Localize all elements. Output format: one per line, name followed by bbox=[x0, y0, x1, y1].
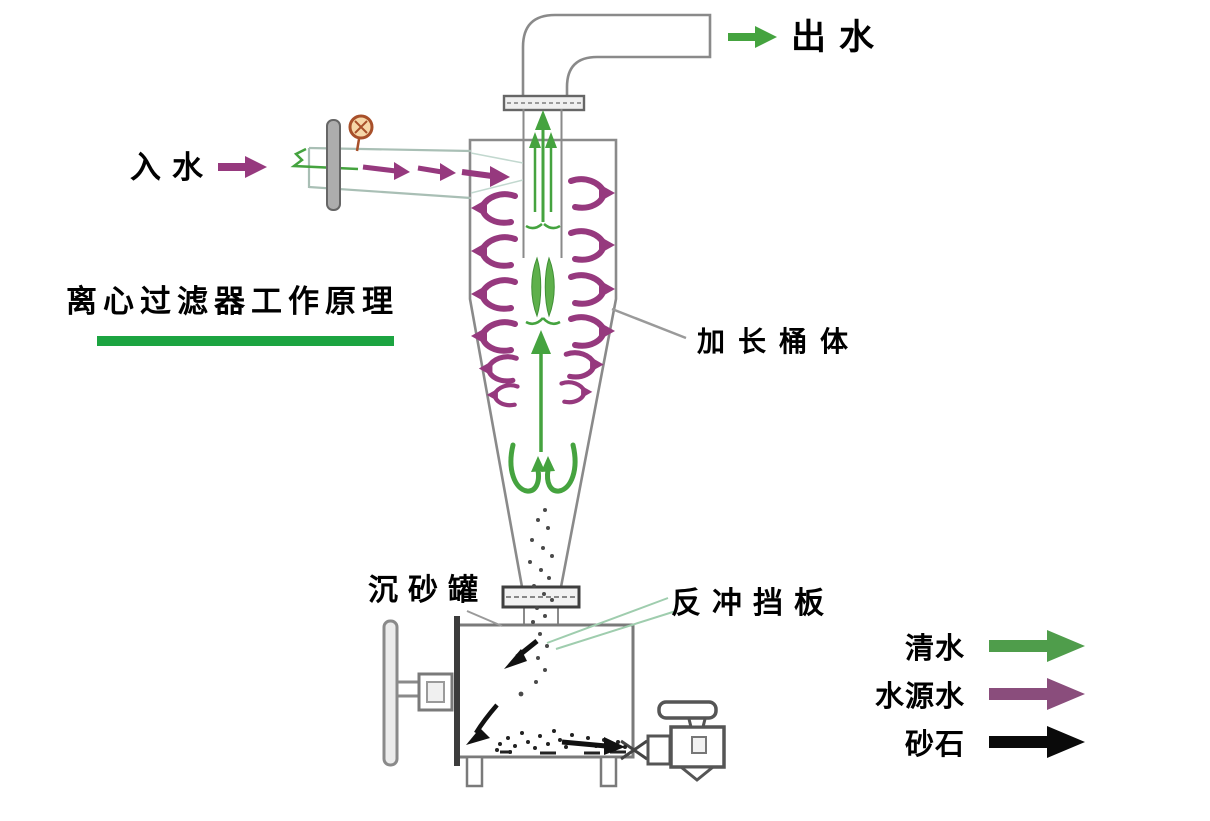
source-water-arrow-icon bbox=[989, 678, 1085, 710]
sand-tank bbox=[382, 616, 726, 788]
inlet-flange-bar bbox=[326, 119, 341, 211]
tank-leg bbox=[599, 755, 618, 788]
leader-lines bbox=[466, 307, 687, 650]
tank-leg bbox=[465, 755, 484, 788]
backflush-line bbox=[290, 147, 359, 171]
inlet-pipe bbox=[290, 114, 472, 211]
extended-barrel-label: 加长桶体 bbox=[697, 326, 862, 357]
sand-arrow-icon bbox=[989, 726, 1085, 758]
handwheel bbox=[382, 619, 454, 767]
drain-valve bbox=[620, 700, 726, 782]
tank-leader bbox=[466, 610, 503, 627]
legend-label: 砂石 bbox=[904, 729, 965, 761]
clear-water-arrow-icon bbox=[989, 630, 1085, 662]
inlet-label: 入水 bbox=[130, 150, 214, 185]
inlet-arrow-icon bbox=[218, 156, 267, 178]
legend-label: 清水 bbox=[904, 633, 965, 665]
legend-label: 水源水 bbox=[874, 681, 965, 713]
baffle-leader bbox=[546, 597, 669, 644]
source-water-arrows bbox=[362, 162, 615, 405]
outlet-arrow-icon bbox=[728, 26, 777, 48]
clear-water-arrows bbox=[508, 110, 578, 494]
legend-item-source-water: 水源水 bbox=[845, 670, 1095, 718]
backflush-baffle-label: 反冲挡板 bbox=[671, 587, 835, 620]
gauge-icon bbox=[348, 114, 374, 152]
legend: 清水 水源水 砂石 bbox=[845, 622, 1095, 766]
legend-item-sand: 砂石 bbox=[845, 718, 1095, 766]
outlet-label: 出水 bbox=[791, 18, 888, 57]
cone-outlet-flange bbox=[501, 585, 581, 626]
sand-tank-label: 沉砂罐 bbox=[368, 574, 488, 607]
outlet-elbow-pipe bbox=[502, 13, 712, 112]
barrel-leader bbox=[611, 307, 687, 340]
legend-item-clear-water: 清水 bbox=[845, 622, 1095, 670]
sand-particles bbox=[518, 508, 554, 697]
valve-handle bbox=[657, 700, 718, 720]
sand-flow-arrows bbox=[466, 639, 625, 755]
title-underline bbox=[97, 336, 394, 346]
page-title: 离心过滤器工作原理 bbox=[66, 284, 399, 319]
